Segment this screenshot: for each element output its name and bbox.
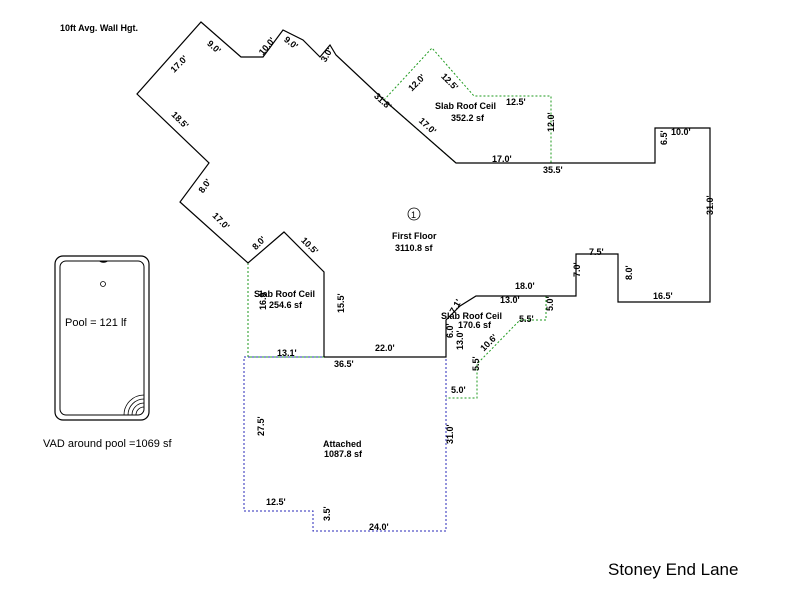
slab-top-area: 352.2 sf — [451, 113, 485, 123]
pool-drain-icon — [100, 281, 106, 287]
slab-right-title: Slab Roof Ceil — [441, 311, 502, 321]
pool-label: Pool = 121 lf — [65, 317, 127, 329]
vad-label: VAD around pool =1069 sf — [43, 438, 172, 450]
dim-label: 27.5' — [256, 416, 266, 436]
area-number: 1 — [411, 210, 416, 220]
dim-label: 12.0' — [406, 72, 427, 93]
dim-label: 9.0' — [205, 38, 223, 55]
dim-label: 5.5' — [471, 356, 481, 371]
first-floor-title: First Floor — [392, 231, 437, 241]
dim-label: 13.0' — [500, 295, 520, 305]
dim-label: 7.0' — [572, 262, 582, 277]
pool: Pool = 121 lf — [54, 255, 150, 421]
dim-label: 6.5' — [659, 130, 669, 145]
slab-right-area: 170.6 sf — [458, 320, 492, 330]
dim-label: 10.5' — [299, 235, 320, 256]
pool-inner-outline — [59, 260, 145, 416]
dim-label: 5.0' — [545, 296, 555, 311]
dim-label: 17.0' — [492, 154, 512, 164]
dim-label: 13.1' — [277, 348, 297, 358]
pool-outer-outline — [54, 255, 150, 421]
dim-label: 17.0' — [417, 116, 438, 137]
dim-label: 12.5' — [439, 71, 460, 92]
dim-label: 31.0' — [705, 195, 715, 215]
dim-label: 7.5' — [589, 247, 604, 257]
dim-label: 12.0' — [546, 112, 556, 132]
slab-left-area: 254.6 sf — [269, 300, 303, 310]
dim-label: 35.5' — [543, 165, 563, 175]
street-name: Stoney End Lane — [608, 560, 738, 579]
attached-area: 1087.8 sf — [324, 449, 363, 459]
attached-title: Attached — [323, 439, 362, 449]
dim-label: 16.9' — [258, 290, 268, 310]
dim-label: 10.0' — [257, 35, 277, 56]
pool-steps-icon — [123, 394, 145, 416]
dim-label: 13.0' — [455, 330, 465, 350]
dim-label: 8.0' — [624, 265, 634, 280]
first-floor-outline — [136, 21, 711, 358]
pool-skimmer-icon — [99, 261, 108, 263]
dim-label: 31.0' — [445, 424, 455, 444]
dim-label: 5.0' — [451, 385, 466, 395]
slab-top-title: Slab Roof Ceil — [435, 101, 496, 111]
dim-label: 17.0' — [211, 211, 232, 232]
dim-label: 6.0' — [445, 323, 455, 338]
dim-label: 15.5' — [336, 293, 346, 313]
area-number-circle — [407, 207, 421, 221]
dim-label: 24.0' — [369, 522, 389, 532]
dim-label: 36.5' — [334, 359, 354, 369]
dim-label: 5.5' — [519, 314, 534, 324]
dim-label: 16.5' — [653, 291, 673, 301]
slab-left-title: Slab Roof Ceil — [254, 289, 315, 299]
dim-label: 10.6' — [478, 332, 499, 353]
slab-left-outline — [247, 263, 324, 358]
slab-top-outline — [383, 47, 552, 163]
dim-label: 12.5' — [506, 97, 526, 107]
dim-label: 3.5' — [322, 506, 332, 521]
dim-label: 8.0' — [196, 177, 213, 195]
dim-label: 22.0' — [375, 343, 395, 353]
area-labels: 1 First Floor 3110.8 sf Slab Roof Ceil 3… — [254, 101, 502, 459]
dim-label: 12.5' — [266, 497, 286, 507]
wall-height-note: 10ft Avg. Wall Hgt. — [60, 23, 138, 33]
slab-right-outline — [446, 296, 547, 399]
dim-label: 18.0' — [515, 281, 535, 291]
first-floor-area: 3110.8 sf — [395, 243, 434, 253]
dim-label: 10.0' — [671, 127, 691, 137]
dim-label: 8.0' — [250, 234, 267, 251]
dim-label: 17.0' — [169, 54, 190, 75]
